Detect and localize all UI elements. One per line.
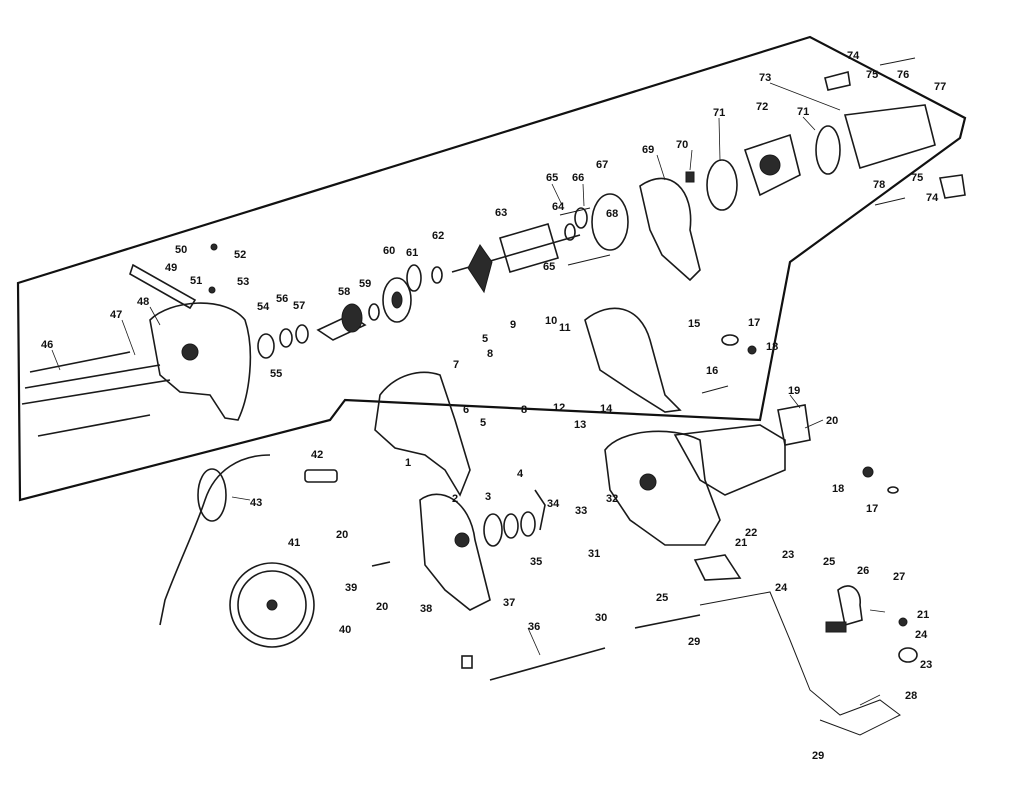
callout-41: 41 [288, 537, 300, 549]
callout-42: 42 [311, 449, 323, 461]
callout-labels: 1 2 3 4 5 5 6 7 8 8 9 10 11 12 13 14 15 … [41, 50, 946, 762]
callout-56: 56 [276, 293, 288, 305]
callout-31: 31 [588, 548, 600, 560]
motor-parts [21, 57, 966, 437]
callout-8: 8 [521, 404, 527, 416]
callout-23: 23 [782, 549, 794, 561]
callout-57: 57 [293, 300, 305, 312]
callout-55: 55 [270, 368, 282, 380]
callout-74: 74 [847, 50, 860, 62]
callout-60: 60 [383, 245, 395, 257]
callout-61: 61 [406, 247, 418, 259]
callout-36: 36 [528, 621, 540, 633]
callout-2: 2 [452, 493, 458, 505]
callout-14: 14 [600, 403, 613, 415]
callout-67: 67 [596, 159, 608, 171]
callout-11: 11 [559, 322, 571, 334]
leader-lines [51, 82, 886, 706]
callout-5: 5 [480, 417, 486, 429]
saw-body-parts [159, 307, 918, 736]
callout-21: 21 [735, 537, 747, 549]
callout-29: 29 [688, 636, 700, 648]
callout-21: 21 [917, 609, 929, 621]
callout-25: 25 [656, 592, 668, 604]
callout-1: 1 [405, 457, 411, 469]
callout-9: 9 [510, 319, 516, 331]
callout-26: 26 [857, 565, 869, 577]
callout-15: 15 [688, 318, 700, 330]
callout-32: 32 [606, 493, 618, 505]
callout-33: 33 [575, 505, 587, 517]
callout-78: 78 [873, 179, 885, 191]
callout-23: 23 [920, 659, 932, 671]
callout-12: 12 [553, 402, 565, 414]
callout-53: 53 [237, 276, 249, 288]
callout-37: 37 [503, 597, 515, 609]
callout-71: 71 [713, 107, 725, 119]
callout-40: 40 [339, 624, 351, 636]
callout-38: 38 [420, 603, 432, 615]
callout-6: 6 [463, 404, 469, 416]
callout-35: 35 [530, 556, 542, 568]
callout-17: 17 [748, 317, 760, 329]
callout-30: 30 [595, 612, 607, 624]
callout-64: 64 [552, 201, 565, 213]
callout-65: 65 [546, 172, 558, 184]
callout-22: 22 [745, 527, 757, 539]
callout-20: 20 [336, 529, 348, 541]
callout-71: 71 [797, 106, 809, 118]
callout-54: 54 [257, 301, 270, 313]
callout-4: 4 [517, 468, 524, 480]
motor-subassembly-border [16, 35, 967, 502]
callout-76: 76 [897, 69, 909, 81]
callout-18: 18 [832, 483, 844, 495]
callout-28: 28 [905, 690, 917, 702]
callout-73: 73 [759, 72, 771, 84]
callout-51: 51 [190, 275, 202, 287]
callout-27: 27 [893, 571, 905, 583]
callout-18: 18 [766, 341, 778, 353]
callout-59: 59 [359, 278, 371, 290]
callout-8: 8 [487, 348, 493, 360]
callout-49: 49 [165, 262, 177, 274]
callout-50: 50 [175, 244, 187, 256]
callout-72: 72 [756, 101, 768, 113]
callout-58: 58 [338, 286, 350, 298]
callout-7: 7 [453, 359, 459, 371]
callout-43: 43 [250, 497, 262, 509]
callout-20: 20 [826, 415, 838, 427]
callout-65: 65 [543, 261, 555, 273]
callout-19: 19 [788, 385, 800, 397]
saw-blade [229, 562, 315, 648]
callout-13: 13 [574, 419, 586, 431]
callout-48: 48 [137, 296, 149, 308]
callout-75: 75 [911, 172, 923, 184]
callout-63: 63 [495, 207, 507, 219]
callout-68: 68 [606, 208, 618, 220]
callout-77: 77 [934, 81, 946, 93]
callout-25: 25 [823, 556, 835, 568]
callout-24: 24 [775, 582, 788, 594]
callout-46: 46 [41, 339, 53, 351]
callout-47: 47 [110, 309, 122, 321]
callout-17: 17 [866, 503, 878, 515]
callout-39: 39 [345, 582, 357, 594]
callout-34: 34 [547, 498, 560, 510]
callout-66: 66 [572, 172, 584, 184]
callout-52: 52 [234, 249, 246, 261]
callout-75: 75 [866, 69, 878, 81]
callout-5: 5 [482, 333, 488, 345]
callout-74: 74 [926, 192, 939, 204]
callout-10: 10 [545, 315, 557, 327]
callout-24: 24 [915, 629, 928, 641]
callout-3: 3 [485, 491, 491, 503]
callout-70: 70 [676, 139, 688, 151]
callout-16: 16 [706, 365, 718, 377]
callout-62: 62 [432, 230, 444, 242]
callout-20: 20 [376, 601, 388, 613]
callout-29: 29 [812, 750, 824, 762]
callout-69: 69 [642, 144, 654, 156]
